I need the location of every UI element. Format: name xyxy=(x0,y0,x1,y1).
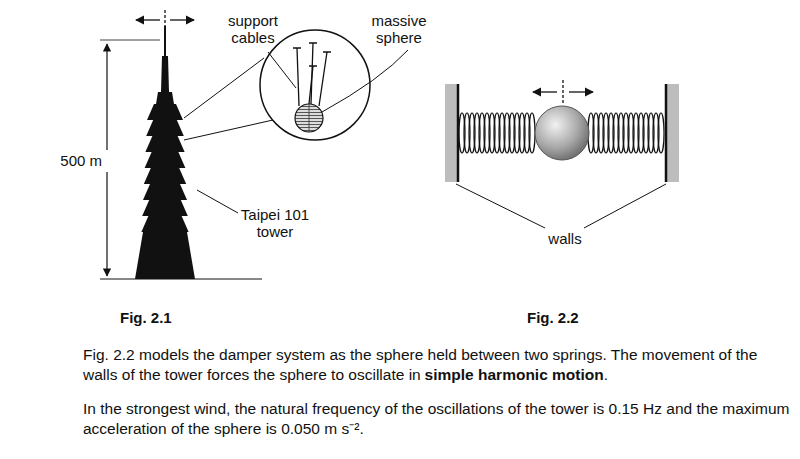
sphere-detail xyxy=(309,104,310,132)
leader-lines xyxy=(197,50,408,213)
body-text: . xyxy=(604,366,608,383)
figure-label: Fig. 2.1 xyxy=(120,309,190,326)
leader-lines xyxy=(456,184,666,228)
magnifier-circle xyxy=(260,30,370,140)
body-text: Fig. 2.2 models the damper system as the… xyxy=(83,346,757,383)
callout-label: walls xyxy=(540,230,590,247)
callout-label: Taipei 101 tower xyxy=(240,206,310,240)
paragraph: In the strongest wind, the natural frequ… xyxy=(83,399,795,439)
height-dimension xyxy=(100,40,262,279)
walls xyxy=(445,84,679,182)
damper-sphere xyxy=(295,104,323,132)
figure-label: Fig. 2.2 xyxy=(527,309,597,326)
massive-sphere xyxy=(535,106,589,160)
callout-label: massive sphere xyxy=(368,12,430,46)
tower-silhouette xyxy=(135,26,195,279)
support-cables xyxy=(293,43,331,106)
bold-text: simple harmonic motion xyxy=(425,366,604,383)
paragraph: Fig. 2.2 models the damper system as the… xyxy=(83,345,795,385)
callout-label: 500 m xyxy=(60,152,102,169)
magnifier-lines xyxy=(184,58,273,140)
callout-label: support cables xyxy=(222,12,284,46)
motion-arrows xyxy=(533,80,593,104)
